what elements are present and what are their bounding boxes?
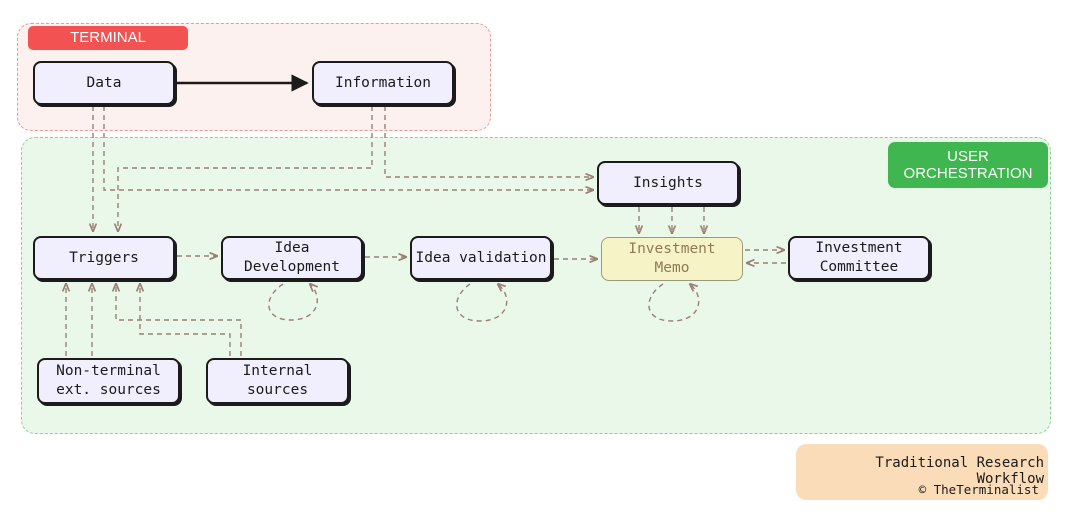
edge-internal-to-triggers-1 bbox=[116, 284, 242, 356]
user-tag-line2: ORCHESTRATION bbox=[903, 165, 1033, 182]
nonterminal-sources-line2: ext. sources bbox=[56, 382, 161, 398]
idea-development-node: Idea Development bbox=[221, 236, 363, 280]
idea-validation-node-label: Idea validation bbox=[415, 249, 547, 266]
loop-investment-memo bbox=[648, 284, 700, 322]
idea-development-line1: Idea bbox=[274, 240, 310, 257]
investment-memo-node: Investment Memo bbox=[601, 237, 743, 281]
data-node-label: Data bbox=[86, 74, 122, 91]
insights-node-label: Insights bbox=[633, 174, 703, 191]
footer-title: Traditional Research Workflow bbox=[875, 455, 1044, 487]
information-node: Information bbox=[312, 61, 454, 105]
idea-validation-node: Idea validation bbox=[410, 236, 552, 280]
triggers-node-label: Triggers bbox=[69, 249, 139, 266]
internal-sources-node: Internal sources bbox=[206, 358, 349, 404]
nonterminal-sources-node: Non-terminal ext. sources bbox=[37, 358, 180, 404]
nonterminal-sources-line1: Non-terminal bbox=[56, 363, 161, 380]
information-node-label: Information bbox=[334, 74, 432, 91]
investment-memo-line1: Investment bbox=[628, 241, 716, 258]
investment-committee-node: Investment Committee bbox=[788, 236, 930, 280]
idea-development-line2: Development bbox=[243, 259, 341, 275]
edge-internal-to-triggers-2 bbox=[140, 284, 231, 356]
loop-idea-validation bbox=[456, 284, 508, 322]
user-orchestration-zone-label: USER ORCHESTRATION bbox=[888, 142, 1048, 188]
investment-memo-line2: Memo bbox=[654, 260, 690, 276]
credit-box bbox=[796, 444, 1048, 500]
edge-data-to-insights bbox=[103, 106, 593, 190]
internal-sources-line2: sources bbox=[246, 382, 309, 398]
edge-information-to-triggers bbox=[118, 106, 373, 231]
footer-credit: © TheTerminalist bbox=[918, 482, 1039, 497]
investment-committee-line2: Committee bbox=[819, 259, 899, 275]
data-node: Data bbox=[33, 61, 175, 105]
terminal-zone-label: TERMINAL bbox=[28, 26, 188, 50]
investment-committee-line1: Investment bbox=[815, 240, 903, 257]
user-orchestration-zone bbox=[21, 137, 1051, 434]
user-tag-line1: USER bbox=[947, 147, 989, 165]
loop-idea-development bbox=[268, 284, 318, 321]
edge-information-to-insights bbox=[384, 106, 593, 177]
triggers-node: Triggers bbox=[33, 236, 175, 280]
internal-sources-line1: Internal bbox=[242, 363, 313, 380]
insights-node: Insights bbox=[597, 161, 739, 205]
